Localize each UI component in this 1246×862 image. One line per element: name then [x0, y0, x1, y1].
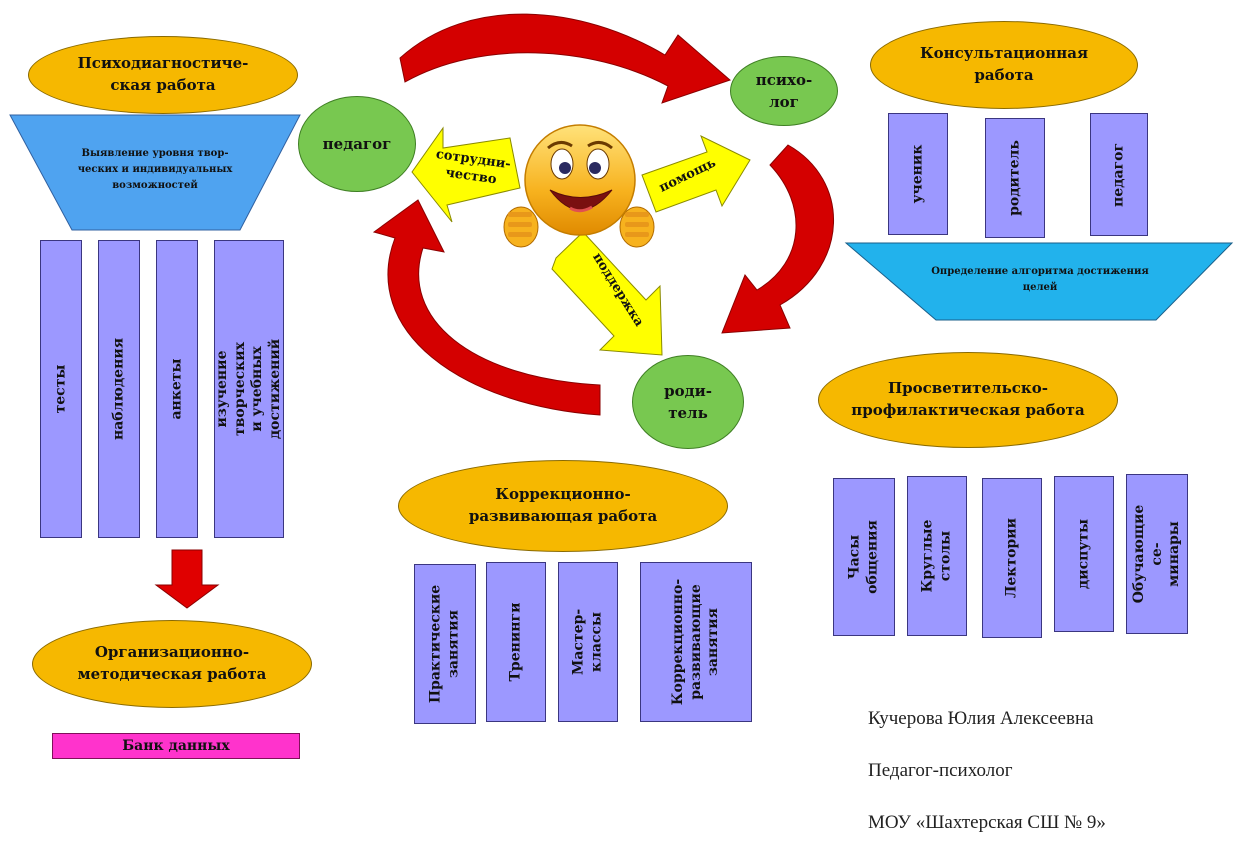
consulting-funnel-text: Определение алгоритма достижения целей	[931, 266, 1149, 293]
education-label: Круглые столы	[919, 519, 954, 593]
education-label: диспуты	[1075, 518, 1092, 590]
education-item: Лектории	[982, 478, 1042, 638]
teacher-node: педагог	[298, 96, 416, 192]
method-label: тесты	[52, 364, 69, 414]
correction-label: Мастер-классы	[570, 608, 605, 676]
method-tests: тесты	[40, 240, 82, 538]
education-title: Просветительско- профилактическая работа	[818, 352, 1118, 448]
correction-item: Тренинги	[486, 562, 546, 722]
consult-label: ученик	[909, 144, 926, 204]
diagnostic-funnel-text: Выявление уровня твор- ческих и индивиду…	[77, 148, 233, 191]
yellow-arrow-support	[551, 231, 663, 356]
correction-item: Коррекционно- развивающие занятия	[640, 562, 752, 722]
data-bank-box: Банк данных	[52, 733, 300, 759]
method-label: наблюдения	[110, 337, 127, 441]
consulting-funnel	[844, 242, 1234, 321]
correction-label: Практические занятия	[427, 584, 462, 704]
consult-student: ученик	[888, 113, 948, 235]
correction-item: Практические занятия	[414, 564, 476, 724]
method-label: изучение творческих и учебных достижений	[214, 338, 283, 440]
method-label: анкеты	[168, 358, 185, 420]
diagnostic-funnel	[9, 114, 301, 231]
parent-node: роди- тель	[632, 355, 744, 449]
consulting-title: Консультационная работа	[870, 21, 1138, 109]
correction-title: Коррекционно- развивающая работа	[398, 460, 728, 552]
yellow-arrow-help	[641, 134, 751, 213]
method-achievements: изучение творческих и учебных достижений	[214, 240, 284, 538]
author-school: МОУ «Шахтерская СШ № 9»	[868, 812, 1106, 833]
author-name: Кучерова Юлия Алексеевна	[868, 708, 1094, 729]
education-label: Лектории	[1003, 518, 1020, 598]
method-observation: наблюдения	[98, 240, 140, 538]
red-arrow-top	[399, 13, 731, 104]
consult-teacher: педагог	[1090, 113, 1148, 236]
education-item: Часы общения	[833, 478, 895, 636]
method-questionnaires: анкеты	[156, 240, 198, 538]
education-item: Обучающие се- минары	[1126, 474, 1188, 634]
correction-label: Коррекционно- развивающие занятия	[669, 578, 721, 706]
education-item: Круглые столы	[907, 476, 967, 636]
down-arrow	[154, 549, 220, 609]
organizational-title: Организационно- методическая работа	[32, 620, 312, 708]
psychologist-node: психо- лог	[730, 56, 838, 126]
author-block: Кучерова Юлия Алексеевна Педагог-психоло…	[868, 680, 1106, 862]
education-label: Часы общения	[846, 520, 881, 594]
diagram-shapes	[9, 13, 1234, 609]
education-item: диспуты	[1054, 476, 1114, 632]
consult-label: родитель	[1006, 140, 1023, 216]
correction-label: Тренинги	[507, 602, 524, 682]
correction-item: Мастер-классы	[558, 562, 618, 722]
yellow-arrow-cooperation	[411, 126, 521, 223]
consult-parent: родитель	[985, 118, 1045, 238]
consult-label: педагог	[1110, 142, 1127, 207]
smiley-icon	[503, 124, 655, 248]
psychodiagnostic-title: Психодиагностиче- ская работа	[28, 36, 298, 114]
red-arrow-right	[721, 144, 834, 334]
education-label: Обучающие се- минары	[1130, 504, 1182, 604]
red-arrow-left	[372, 199, 601, 416]
author-position: Педагог-психолог	[868, 760, 1013, 781]
